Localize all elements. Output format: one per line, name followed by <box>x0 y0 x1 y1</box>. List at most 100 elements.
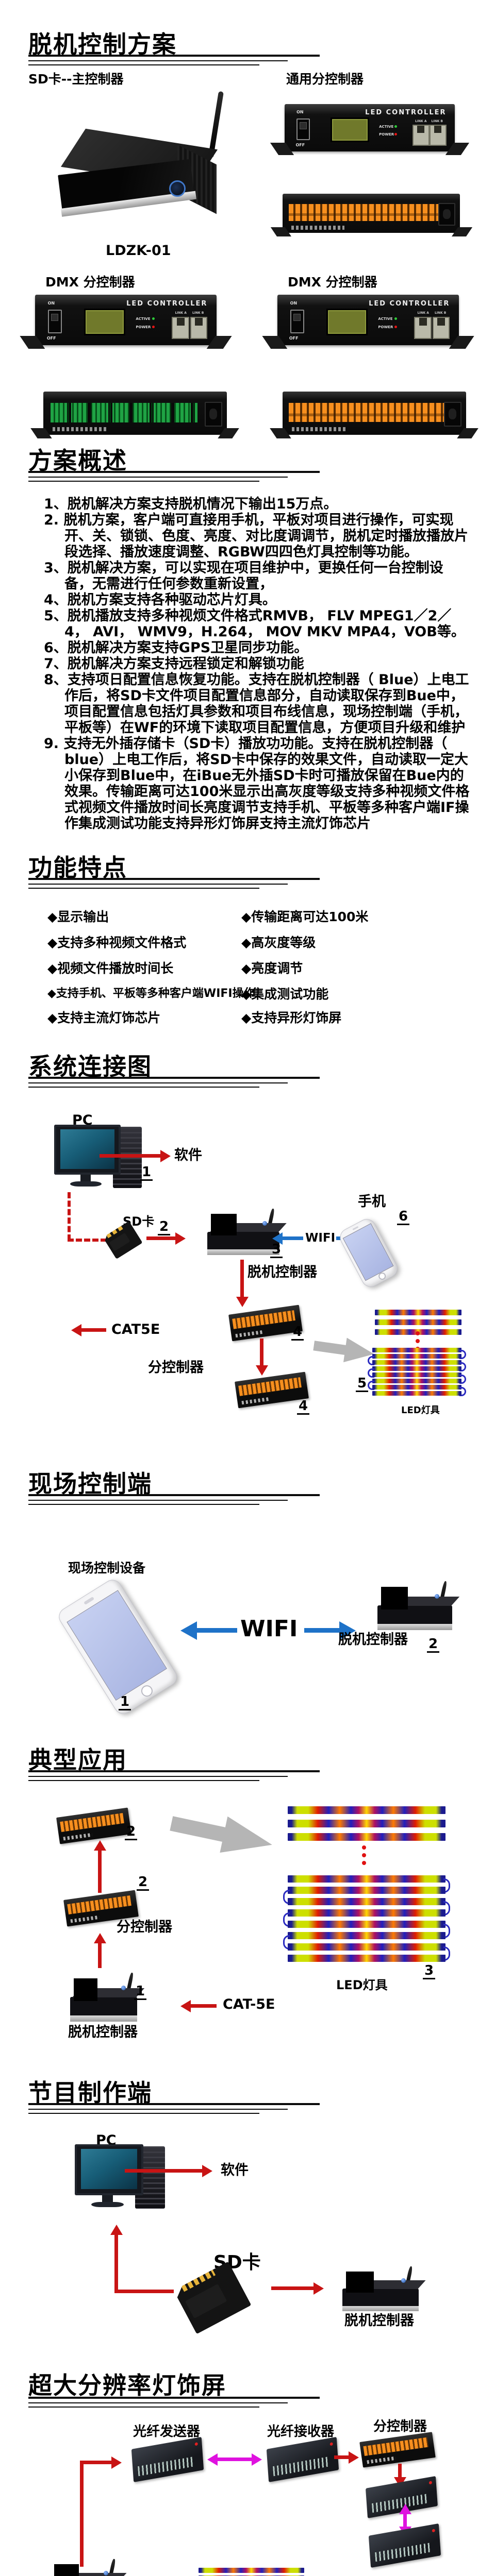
offline-controller-icon <box>377 1581 452 1632</box>
field-device-label: 现场控制设备 <box>68 1561 146 1575</box>
feature-item: ◆传输距离可达100米 <box>241 909 369 924</box>
fiber-tx-label: 光纤发送器 <box>133 2424 201 2439</box>
overview-title: 方案概述 <box>28 447 127 474</box>
step-number: 2 <box>125 1824 138 1841</box>
fiber-switch-icon <box>368 2523 441 2568</box>
list-item: 1、脱机解决方案支持脱机情况下输出15万点。 <box>44 496 338 512</box>
feature-item: ◆视频文件播放时间长 <box>47 961 174 976</box>
cat5e-label: CAT5E <box>111 1321 160 1337</box>
list-item: 6、脱机解决方案支持GPS卫星同步功能。 <box>44 640 308 656</box>
list-item: 2. 脱机方案，客户端可直接用手机，平板对项目进行操作，可实现开、关、锁锁、色度… <box>44 512 468 560</box>
feature-item: ◆集成测试功能 <box>241 987 329 1002</box>
universal-sub-label: 通用分控制器 <box>286 72 364 87</box>
dmx-sub-label-right: DMX 分控制器 <box>288 275 377 290</box>
step-number: 4 <box>291 1325 304 1341</box>
sd-master-label: SD卡--主控制器 <box>28 72 124 87</box>
power-switch-icon <box>296 118 310 141</box>
wifi-label: WIFI <box>305 1231 336 1245</box>
system-diagram-title: 系统连接图 <box>28 1053 152 1080</box>
cat5e-arrow <box>81 1328 106 1332</box>
wifi-label: WIFI <box>240 1616 298 1642</box>
connector-arrow <box>98 1851 102 1893</box>
universal-controller-rear-image <box>270 194 472 236</box>
step-number: 3 <box>270 1242 283 1259</box>
list-item: 9. 支持无外插存储卡（SD卡）播放功功能。支持在脱机控制器（ blue）上电工… <box>44 736 470 832</box>
ellipsis-dots <box>362 1845 366 1869</box>
terminal-block <box>289 402 446 422</box>
step-number: 1 <box>119 1694 131 1711</box>
list-item: 3、脱机解决方案，可以实现在项目维护中，更换任何一台控制设备，无需进行任何参数重… <box>44 560 443 592</box>
led-strip-group <box>199 2568 304 2576</box>
feature-item: ◆亮度调节 <box>241 961 303 976</box>
step-number: 5 <box>356 1376 369 1393</box>
dmx-sub-label-left: DMX 分控制器 <box>45 275 135 290</box>
page-title: 脱机控制方案 <box>28 30 177 58</box>
sub-controller-label: 分控制器 <box>148 1360 204 1376</box>
off-label: OFF <box>295 142 305 147</box>
antenna-icon <box>208 91 224 157</box>
phone-icon <box>55 1576 180 1718</box>
connector-arrow <box>334 2455 349 2459</box>
software-arrow <box>100 1154 160 1158</box>
feature-item: ◆高灰度等级 <box>241 935 316 950</box>
power-button-icon <box>169 180 186 197</box>
program-making-title: 节目制作端 <box>28 2079 152 2107</box>
offline-controller-label: 脱机控制器 <box>338 1632 408 1648</box>
sd-master-controller-image <box>56 89 226 241</box>
universal-controller-front-image: ON OFF LED CONTROLLER ACTIVE POWER LINK … <box>270 104 469 155</box>
rj45-port <box>412 125 430 146</box>
rj45-port <box>430 125 447 146</box>
pc-icon <box>54 1125 142 1191</box>
overview-list: 1、脱机解决方案支持脱机情况下输出15万点。 2. 脱机方案，客户端可直接用手机… <box>44 496 471 832</box>
features-title: 功能特点 <box>28 854 127 882</box>
offline-controller-label: 脱机控制器 <box>248 1264 317 1280</box>
step-number: 2 <box>158 1219 171 1236</box>
list-item: 4、脱机方案支持各种驱动芯片灯具。 <box>44 592 276 608</box>
led-strip-group <box>368 1348 466 1397</box>
dmx-controller-front-image: ON OFF LED CONTROLLER ACTIVE POWER LINK … <box>20 295 232 349</box>
dmx-controller-rear-orange-image <box>270 392 479 438</box>
offline-controller-icon <box>342 2266 419 2313</box>
wifi-arrow-left <box>197 1628 237 1633</box>
step-number: 3 <box>423 1963 436 1980</box>
flow-arrow <box>168 1805 276 1863</box>
connector-arrow <box>146 1236 175 1240</box>
connector-arrow <box>260 1338 263 1365</box>
fiber-link-arrow <box>218 2458 252 2461</box>
step-number: 1 <box>134 1984 147 2001</box>
field-control-title: 现场控制端 <box>28 1470 152 1498</box>
connector-line <box>80 2461 84 2567</box>
connector-arrow <box>240 1260 244 1297</box>
list-item: 7、脱机解决方案支持远程锁定和解锁功能 <box>44 656 304 672</box>
sub-controller-icon <box>56 1807 131 1844</box>
offline-controller-icon <box>70 1972 137 2024</box>
flow-arrow <box>312 1333 376 1366</box>
software-label: 软件 <box>174 1147 202 1163</box>
fiber-link-arrow <box>403 2514 407 2527</box>
software-label: 软件 <box>221 2162 249 2178</box>
sub-controller-label: 分控制器 <box>373 2419 427 2434</box>
phone-label: 手机 <box>358 1194 386 1210</box>
model-label: LDZK-01 <box>106 243 171 259</box>
dmx-controller-rear-green-image <box>30 392 240 438</box>
connector-arrow <box>271 2286 314 2290</box>
pc-icon <box>75 2144 165 2211</box>
large-screen-title: 超大分辨率灯饰屏 <box>28 2371 226 2399</box>
cat5e-label: CAT-5E <box>223 1996 275 2012</box>
step-number: 6 <box>397 1209 410 1226</box>
wifi-arrow-left <box>283 1236 303 1240</box>
feature-item: ◆支持多种视频文件格式 <box>47 935 187 950</box>
on-label: ON <box>296 110 304 115</box>
list-item: 8、支持项日配置信息恢复功能。支持在脱机控制器（ Blue）上电工作后，将SD卡… <box>44 672 469 736</box>
power-inlet <box>443 402 462 427</box>
terminal-block <box>51 402 198 423</box>
phone-icon <box>337 1215 401 1291</box>
connector-line <box>114 2290 174 2293</box>
connector-arrow <box>398 2464 402 2477</box>
connector-arrow <box>98 1943 102 1968</box>
connector-arrow <box>114 2235 118 2293</box>
device-brand-text: LED CONTROLLER <box>365 109 447 117</box>
feature-item: ◆支持主流灯饰芯片 <box>47 1010 161 1025</box>
typical-app-title: 典型应用 <box>28 1746 127 1774</box>
